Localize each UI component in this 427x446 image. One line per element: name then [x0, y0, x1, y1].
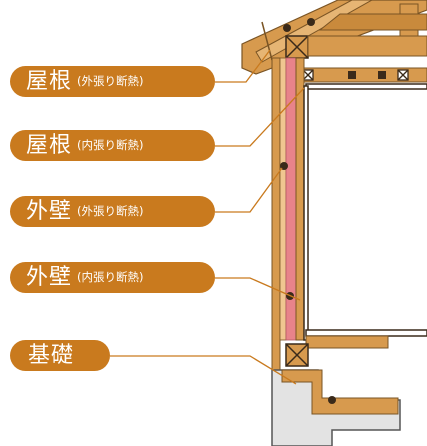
- label-sub: (内張り断熱): [77, 137, 144, 152]
- leader-foundation: [110, 355, 297, 385]
- label-wall-interior-insulation: 外壁 (内張り断熱): [10, 262, 215, 293]
- ceiling-joists: [295, 67, 427, 83]
- label-main: 基礎: [28, 342, 75, 368]
- label-roof-exterior-insulation: 屋根 (外張り断熱): [10, 66, 215, 97]
- leader-lines: [110, 49, 305, 385]
- floor-structure: [285, 329, 427, 367]
- leader-wall-in: [215, 277, 301, 301]
- label-main: 屋根: [26, 68, 73, 94]
- label-main: 屋根: [26, 132, 73, 158]
- foundation: [271, 369, 401, 446]
- label-sub: (外張り断熱): [77, 73, 144, 88]
- wall-section: [271, 57, 309, 444]
- ceiling-board: [305, 83, 427, 90]
- label-sub: (内張り断熱): [77, 269, 144, 284]
- roof-fastener-2: [307, 18, 315, 26]
- leader-roof-in: [215, 87, 305, 147]
- label-main: 外壁: [26, 198, 73, 224]
- leader-roof-out: [215, 49, 271, 83]
- label-sub: (外張り断熱): [77, 203, 144, 218]
- top-beam: [285, 35, 427, 59]
- label-roof-interior-insulation: 屋根 (内張り断熱): [10, 130, 215, 161]
- leader-wall-out: [215, 167, 283, 213]
- foundation-fastener: [328, 396, 336, 404]
- label-foundation: 基礎: [10, 340, 110, 371]
- label-wall-exterior-insulation: 外壁 (外張り断熱): [10, 196, 215, 227]
- roof-fastener-1: [283, 24, 291, 32]
- label-main: 外壁: [26, 264, 73, 290]
